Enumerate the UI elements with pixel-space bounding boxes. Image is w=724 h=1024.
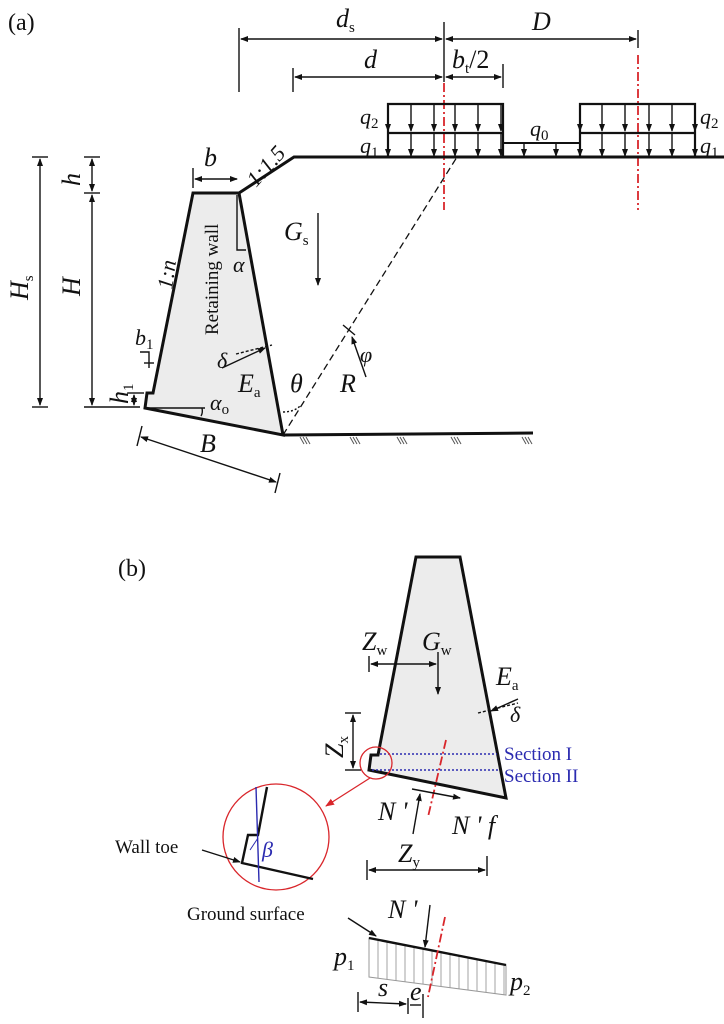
Zy-label: Zy [398, 839, 420, 871]
R-label: R [339, 369, 356, 398]
hatch-mark [456, 436, 462, 445]
Nprime-f-label: N ' f [451, 811, 499, 840]
ground-hatch [299, 436, 533, 445]
hatch-mark [352, 436, 358, 445]
b1-label: b1 [135, 325, 154, 353]
slip-plane [282, 156, 458, 436]
front-slope-label: 1:n [152, 258, 181, 291]
pressure-hatch [377, 939, 505, 995]
ground-surface-label: Ground surface [187, 904, 305, 925]
beta-label: β [261, 837, 273, 862]
q0-label: q0 [530, 116, 549, 144]
Zw-label: Zw [362, 627, 387, 659]
height-dimensions: Hs H h h1 b1 [5, 156, 154, 408]
q1-right-label: q1 [700, 133, 719, 161]
top-dimensions: ds D d bt/2 [238, 4, 639, 92]
hatch-mark [450, 436, 456, 445]
hatch-mark [349, 436, 355, 445]
s-label: s [378, 973, 388, 1002]
retaining-wall [143, 191, 285, 437]
Ea-label: Ea [237, 369, 261, 401]
alpha0-label: αo [210, 390, 229, 418]
toe-detail-wall [240, 786, 314, 881]
H-label: H [57, 276, 86, 297]
b-label: b [204, 143, 217, 172]
delta-label: δ [217, 348, 228, 373]
pressure-distribution [368, 937, 507, 996]
section-2-label: Section II [504, 766, 578, 787]
Nprime-label: N ' [377, 797, 408, 826]
hatch-mark [396, 436, 402, 445]
wall-toe-label: Wall toe [115, 837, 178, 858]
e-label: e [410, 977, 422, 1006]
section-1-label: Section I [504, 744, 572, 765]
p2-label: p2 [508, 967, 531, 999]
hatch-mark [355, 436, 361, 445]
phi-label: φ [360, 342, 372, 367]
p1-label: p1 [332, 942, 355, 974]
delta-b-label: δ [510, 702, 521, 727]
Hs-label: Hs [5, 275, 37, 301]
bt-half-label: bt/2 [452, 45, 489, 77]
Ea-b-label: Ea [495, 662, 519, 694]
Gw-label: Gw [422, 627, 452, 659]
h-label: h [57, 173, 86, 186]
hatch-mark [521, 436, 527, 445]
centerline-b1 [427, 739, 447, 818]
hatch-mark [527, 436, 533, 445]
toe-detail-circle [222, 783, 330, 891]
q2-right-label: q2 [700, 104, 719, 132]
hatch-mark [305, 436, 311, 445]
hatch-mark [299, 436, 305, 445]
hatch-mark [302, 436, 308, 445]
Gs-label: Gs [284, 217, 309, 249]
h1-label: h1 [105, 384, 137, 405]
alpha-label: α [233, 252, 245, 277]
hatch-mark [399, 436, 405, 445]
panel-b: (b) Section I Section II Zw Gw Ea δ Zx N… [115, 555, 578, 1018]
panel-a-label: (a) [8, 10, 35, 36]
surcharge-loads [385, 102, 698, 157]
Zx-label: Zx [320, 736, 352, 758]
D-label: D [531, 7, 551, 36]
ground-line [282, 431, 534, 437]
q2-left-label: q2 [360, 104, 379, 132]
panel-b-label: (b) [118, 556, 146, 582]
hatch-mark [453, 436, 459, 445]
hatch-mark [402, 436, 408, 445]
theta-label: θ [290, 369, 303, 398]
panel-a: (a) ds D d bt/2 q2 q1 [5, 4, 724, 494]
d-label: d [364, 45, 378, 74]
detail-arrow [325, 777, 371, 807]
toe-highlight-circle [359, 746, 393, 780]
beta-reference-line [255, 786, 260, 883]
q1-left-label: q1 [360, 133, 379, 161]
hatch-mark [524, 436, 530, 445]
ds-label: ds [336, 4, 355, 36]
centerline-b2 [427, 916, 446, 998]
backfill-surface [238, 155, 724, 195]
Nprime2-label: N ' [387, 895, 418, 924]
wall-label: Retaining wall [202, 224, 223, 335]
B-label: B [200, 429, 216, 458]
